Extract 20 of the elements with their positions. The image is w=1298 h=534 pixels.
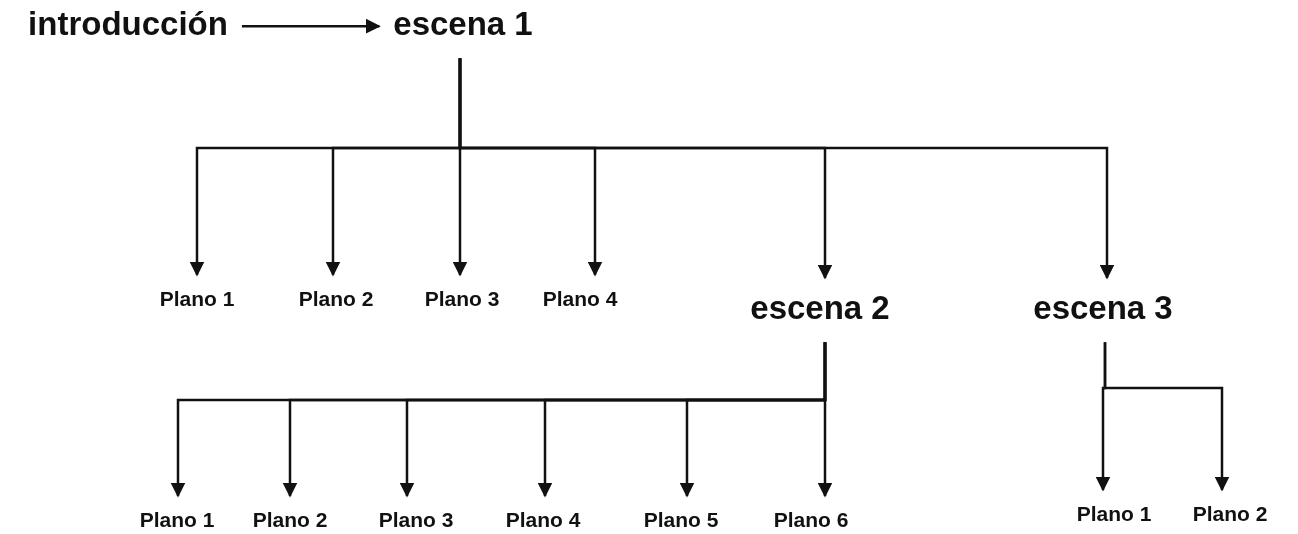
- arrow: [458, 58, 1115, 280]
- arrow: [817, 342, 833, 498]
- node-label: Plano 3: [378, 508, 454, 532]
- arrow: [1103, 342, 1230, 492]
- node-label: Plano 2: [298, 287, 374, 311]
- node-label: Plano 1: [139, 508, 215, 532]
- node-label: Plano 1: [159, 287, 235, 311]
- node-label: Plano 6: [773, 508, 849, 532]
- node-label: escena 3: [1033, 290, 1173, 327]
- node-label: escena 1: [393, 6, 533, 43]
- node-label: escena 2: [750, 290, 890, 327]
- node-label: Plano 4: [542, 287, 618, 311]
- node-label: Plano 3: [424, 287, 500, 311]
- node-label: Plano 4: [505, 508, 581, 532]
- node-label: introducción: [28, 6, 228, 43]
- node-label: Plano 5: [643, 508, 719, 532]
- node-label: Plano 2: [252, 508, 328, 532]
- node-label: Plano 2: [1192, 502, 1268, 526]
- arrow: [241, 18, 381, 34]
- node-label: Plano 1: [1076, 502, 1152, 526]
